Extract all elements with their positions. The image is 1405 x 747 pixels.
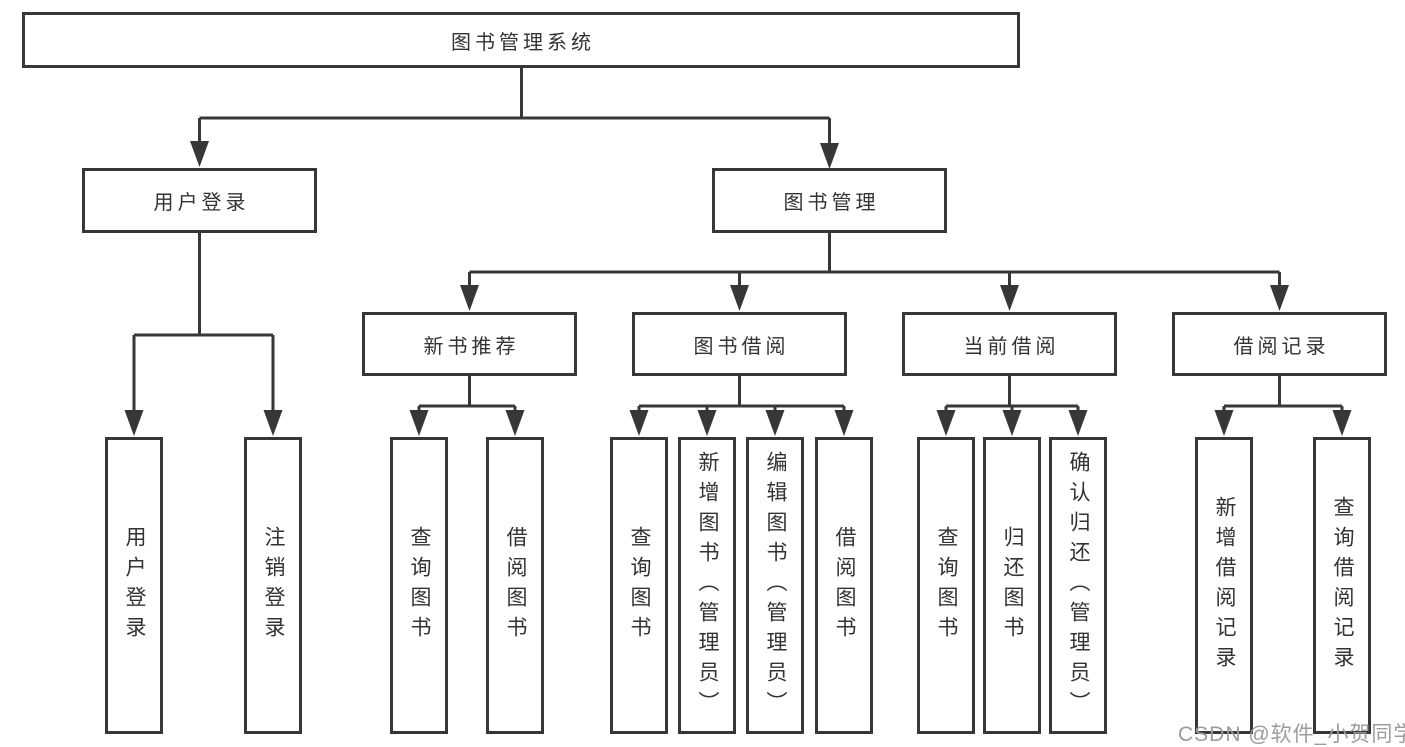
node-borrow-record: 借阅记录 <box>1172 312 1387 376</box>
leaf-add-book-admin: 新增图书（管理员） <box>678 437 736 734</box>
node-current-borrow: 当前借阅 <box>902 312 1117 376</box>
leaf-borrow-book: 借阅图书 <box>815 437 873 734</box>
node-user-login: 用户登录 <box>82 168 317 233</box>
csdn-watermark: CSDN @软件_小贺同学 <box>1178 723 1405 746</box>
node-book-management: 图书管理 <box>712 168 947 233</box>
node-new-book-recommend: 新书推荐 <box>362 312 577 376</box>
leaf-user-login: 用户登录 <box>105 437 163 734</box>
leaf-edit-book-admin: 编辑图书（管理员） <box>746 437 804 734</box>
leaf-borrow-book-recommend: 借阅图书 <box>486 437 544 734</box>
leaf-query-book-current: 查询图书 <box>917 437 975 734</box>
node-root-system: 图书管理系统 <box>22 12 1020 68</box>
node-book-borrow: 图书借阅 <box>632 312 847 376</box>
leaf-confirm-return-admin: 确认归还（管理员） <box>1049 437 1107 734</box>
leaf-add-borrow-record: 新增借阅记录 <box>1195 437 1253 734</box>
leaf-query-book-recommend: 查询图书 <box>390 437 448 734</box>
leaf-query-book-borrow: 查询图书 <box>610 437 668 734</box>
leaf-query-borrow-record: 查询借阅记录 <box>1313 437 1371 734</box>
leaf-return-book: 归还图书 <box>983 437 1041 734</box>
leaf-logout: 注销登录 <box>244 437 302 734</box>
